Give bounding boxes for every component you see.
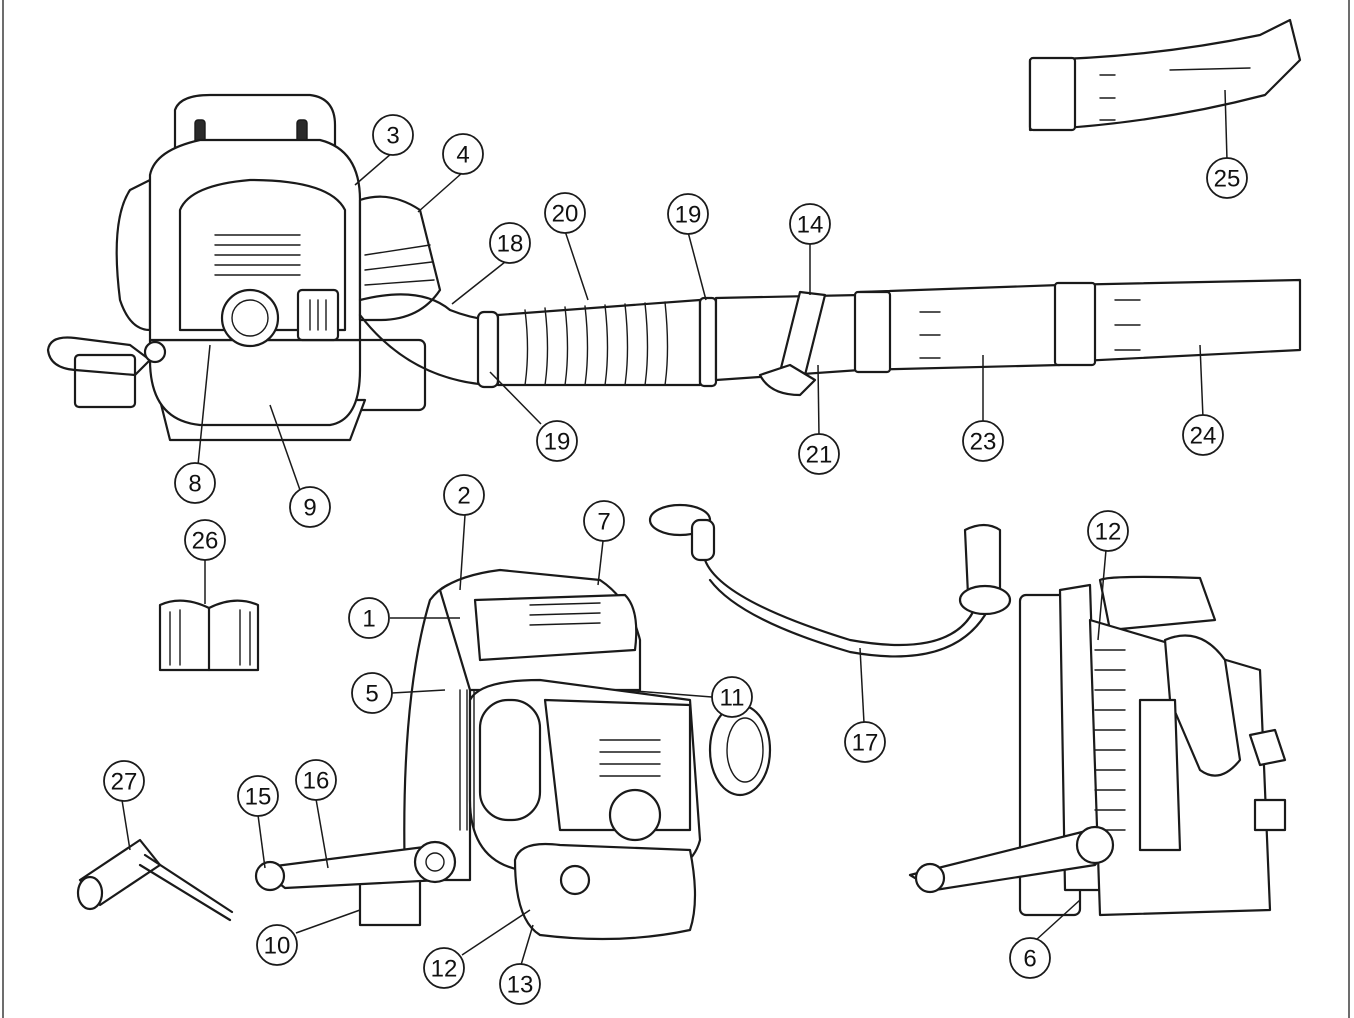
callout-12-right: 12 (1087, 510, 1129, 552)
callout-4: 4 (442, 133, 484, 175)
callout-label: 21 (806, 442, 833, 469)
callout-label: 3 (386, 123, 399, 150)
callout-26: 26 (184, 519, 226, 561)
callout-3: 3 (372, 114, 414, 156)
callout-19-bottom: 19 (536, 420, 578, 462)
callout-19-top: 19 (667, 193, 709, 235)
callout-label: 4 (456, 142, 469, 169)
callout-label: 12 (1095, 519, 1122, 546)
callout-18: 18 (489, 222, 531, 264)
callout-11: 11 (711, 676, 753, 718)
leader-lines (121, 89, 1228, 966)
blower-side-view (254, 568, 772, 941)
callout-label: 15 (245, 784, 272, 811)
callout-20: 20 (544, 192, 586, 234)
callout-12-center: 12 (423, 947, 465, 989)
callout-23: 23 (962, 420, 1004, 462)
blower-front-view (908, 575, 1287, 917)
callout-label: 2 (457, 483, 470, 510)
callout-8: 8 (174, 462, 216, 504)
callout-label: 18 (497, 231, 524, 258)
callout-label: 20 (552, 201, 579, 228)
callout-5: 5 (351, 672, 393, 714)
callout-label: 16 (303, 768, 330, 795)
callout-label: 8 (188, 471, 201, 498)
callout-label: 9 (303, 495, 316, 522)
callout-label: 14 (797, 212, 824, 239)
callout-17: 17 (844, 721, 886, 763)
blower-tube-assembly (358, 278, 1302, 397)
callout-27: 27 (103, 760, 145, 802)
callout-label: 12 (431, 956, 458, 983)
spark-plug-wrench-icon (76, 838, 234, 922)
callout-label: 10 (264, 933, 291, 960)
callout-label: 1 (362, 606, 375, 633)
callout-label: 25 (1214, 166, 1241, 193)
callout-label: 27 (111, 769, 138, 796)
callout-label: 24 (1190, 423, 1217, 450)
manual-book-icon (158, 599, 260, 672)
control-handle-part (648, 503, 1012, 658)
callout-label: 23 (970, 429, 997, 456)
callout-16: 16 (295, 759, 337, 801)
callout-25: 25 (1206, 157, 1248, 199)
callout-9: 9 (289, 486, 331, 528)
callout-24: 24 (1182, 414, 1224, 456)
callout-21: 21 (798, 433, 840, 475)
callout-label: 17 (852, 730, 879, 757)
callout-label: 7 (597, 509, 610, 536)
callout-10: 10 (256, 924, 298, 966)
callout-7: 7 (583, 500, 625, 542)
callout-1: 1 (348, 597, 390, 639)
callout-label: 13 (507, 972, 534, 999)
callout-15: 15 (237, 775, 279, 817)
callout-label: 6 (1023, 946, 1036, 973)
callout-label: 19 (544, 429, 571, 456)
callout-14: 14 (789, 203, 831, 245)
callout-label: 5 (365, 681, 378, 708)
flat-nozzle (1028, 18, 1302, 132)
blower-rear-view (46, 93, 442, 442)
callout-label: 19 (675, 202, 702, 229)
callout-label: 11 (720, 685, 745, 712)
callout-13: 13 (499, 963, 541, 1005)
callout-label: 26 (192, 528, 219, 555)
callout-6: 6 (1009, 937, 1051, 979)
callout-2: 2 (443, 474, 485, 516)
